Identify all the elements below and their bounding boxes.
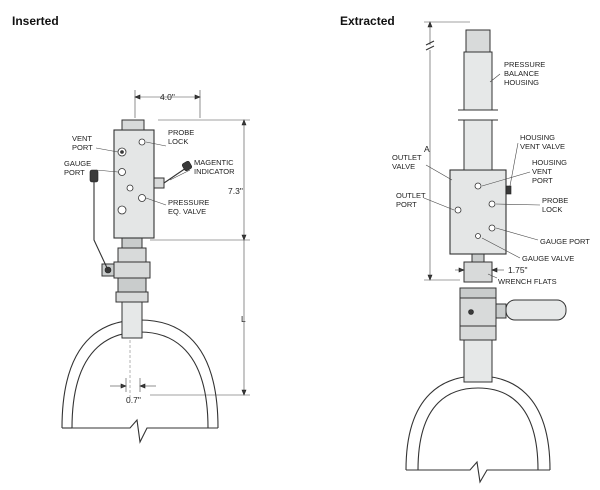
label-gauge-port-extracted: GAUGE PORT <box>540 237 590 246</box>
extracted-nipple <box>471 253 485 263</box>
label-gauge-valve: GAUGE VALVE <box>522 254 574 263</box>
dim-length <box>150 240 250 396</box>
inserted-magnetic-indicator <box>153 160 193 189</box>
label-pressure-eq-valve: PRESSURE EQ. VALVE <box>168 198 211 216</box>
dim-extracted-height <box>424 21 470 281</box>
inserted-probe-lock-hole <box>138 138 146 146</box>
extracted-assembly: A 1.75" PRESSURE BALANCE HOUSING HOUSING… <box>392 21 590 484</box>
extracted-housing-cap <box>465 29 491 53</box>
label-gauge-port: GAUGE PORT <box>64 159 93 177</box>
inserted-assembly: 4.0" 7.3" L 0.7" VENT <box>61 90 250 444</box>
inserted-tube <box>121 299 143 339</box>
label-probe-lock: PROBE LOCK <box>168 128 196 146</box>
inserted-ball-valve <box>89 169 151 279</box>
extracted-gauge-valve-hole <box>475 233 481 239</box>
inserted-nipple <box>121 237 143 249</box>
dim-extracted-height-label: A <box>424 144 430 154</box>
dim-wrench-size-label: 1.75" <box>508 265 528 275</box>
extracted-housing-break <box>458 109 498 121</box>
extracted-ball-valve <box>459 287 567 327</box>
label-probe-lock-extracted: PROBE LOCK <box>542 196 570 214</box>
dim-height-block-label: 7.3" <box>228 186 243 196</box>
label-outlet-valve: OUTLET VALVE <box>392 153 424 171</box>
extracted-vent-valve-knob <box>505 185 512 195</box>
extracted-probe-lock-hole <box>488 200 496 208</box>
dim-width-top <box>134 90 201 118</box>
inserted-lower-nut <box>115 291 149 303</box>
label-housing-vent-valve: HOUSING VENT VALVE <box>520 133 565 151</box>
label-wrench-flats: WRENCH FLATS <box>498 277 557 286</box>
label-outlet-port: OUTLET PORT <box>396 191 428 209</box>
inserted-fitting <box>117 277 147 293</box>
extracted-lower-tube <box>463 339 493 383</box>
inserted-main-block <box>113 129 155 239</box>
dim-pipe-offset-label: 0.7" <box>126 395 141 405</box>
inserted-title: Inserted <box>12 14 59 28</box>
label-magnetic-indicator: MAGENTIC INDICATOR <box>194 158 236 176</box>
label-vent-port: VENT PORT <box>72 134 94 152</box>
inserted-hex <box>117 247 147 263</box>
extracted-outlet-port-hole <box>454 206 462 214</box>
inserted-gauge-port-hole <box>118 168 126 176</box>
inserted-vent-port-dot <box>120 150 124 154</box>
extracted-pipe-arc <box>405 375 551 484</box>
extracted-wrench-flats <box>463 261 493 283</box>
extracted-gauge-port-hole <box>488 224 496 232</box>
extracted-housing-lower <box>463 119 493 171</box>
extracted-vent-port-hole <box>474 182 482 190</box>
label-housing-vent-port: HOUSING VENT PORT <box>532 158 569 185</box>
dim-length-label: L <box>241 314 246 324</box>
inserted-lower-port-hole <box>117 205 127 215</box>
inserted-gauge-screw <box>126 184 134 192</box>
dim-width-top-label: 4.0" <box>160 92 175 102</box>
dim-wrench-size <box>455 267 504 273</box>
dim-pipe-offset <box>110 378 156 392</box>
extracted-title: Extracted <box>340 14 395 28</box>
inserted-top-cap <box>121 119 145 131</box>
inserted-eq-valve-hole <box>138 194 146 202</box>
extracted-lower-fitting <box>459 325 497 341</box>
label-pressure-balance-housing: PRESSURE BALANCE HOUSING <box>504 60 547 87</box>
dim-height-block <box>150 119 250 241</box>
extracted-housing-upper <box>463 51 493 111</box>
